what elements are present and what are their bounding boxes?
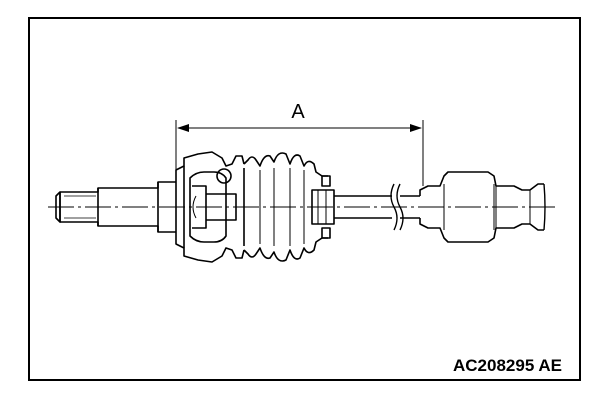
boot-bellows	[243, 152, 335, 262]
dimension-a	[175, 120, 424, 186]
outer-joint-housing	[175, 151, 245, 263]
stub-shaft	[55, 181, 176, 233]
shaft-bar	[334, 183, 420, 231]
arrowhead-right	[410, 124, 422, 132]
figure-id: AC208295 AE	[453, 356, 562, 375]
shaft-damper	[419, 171, 546, 243]
diagram-border	[28, 17, 581, 381]
dimension-label: A	[291, 101, 305, 123]
arrowhead-left	[177, 124, 189, 132]
drive-shaft-assembly	[55, 151, 546, 263]
